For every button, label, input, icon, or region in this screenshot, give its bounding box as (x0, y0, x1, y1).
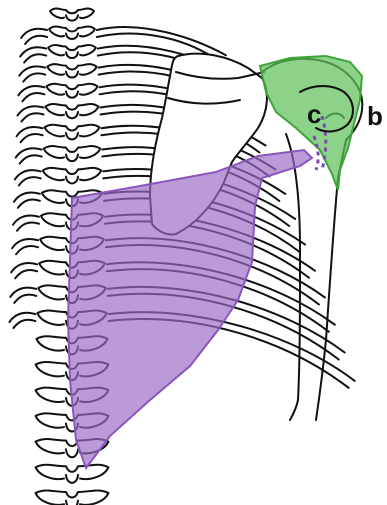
vertebra (36, 465, 109, 483)
vertebra (46, 104, 99, 118)
vertebra (50, 8, 94, 20)
vertebra (45, 125, 100, 140)
rib-left-stub (13, 215, 39, 230)
vertebra (43, 168, 101, 184)
vertebra (48, 45, 96, 58)
rib-left-stub (19, 66, 45, 81)
rib-left-stub (17, 127, 43, 142)
vertebra (44, 146, 101, 161)
vertebra (49, 26, 95, 39)
vertebra (36, 490, 109, 505)
label-b: b (367, 101, 383, 131)
rib-left-stub (11, 263, 37, 278)
rib-left-stub (9, 313, 35, 328)
rib-left-stub (21, 29, 47, 44)
vertebra (47, 64, 96, 77)
rib-left-stub (10, 288, 36, 303)
rib-left-stub (16, 148, 42, 163)
rib-left-stub (15, 170, 41, 185)
vertebra (46, 84, 97, 98)
rib-left-stub (18, 86, 44, 101)
rib-left-stub (14, 193, 40, 208)
rib-left-stub (18, 106, 44, 121)
label-c: c (307, 99, 321, 129)
rib-left-stub (20, 47, 46, 62)
rib-left-stub (12, 239, 38, 254)
